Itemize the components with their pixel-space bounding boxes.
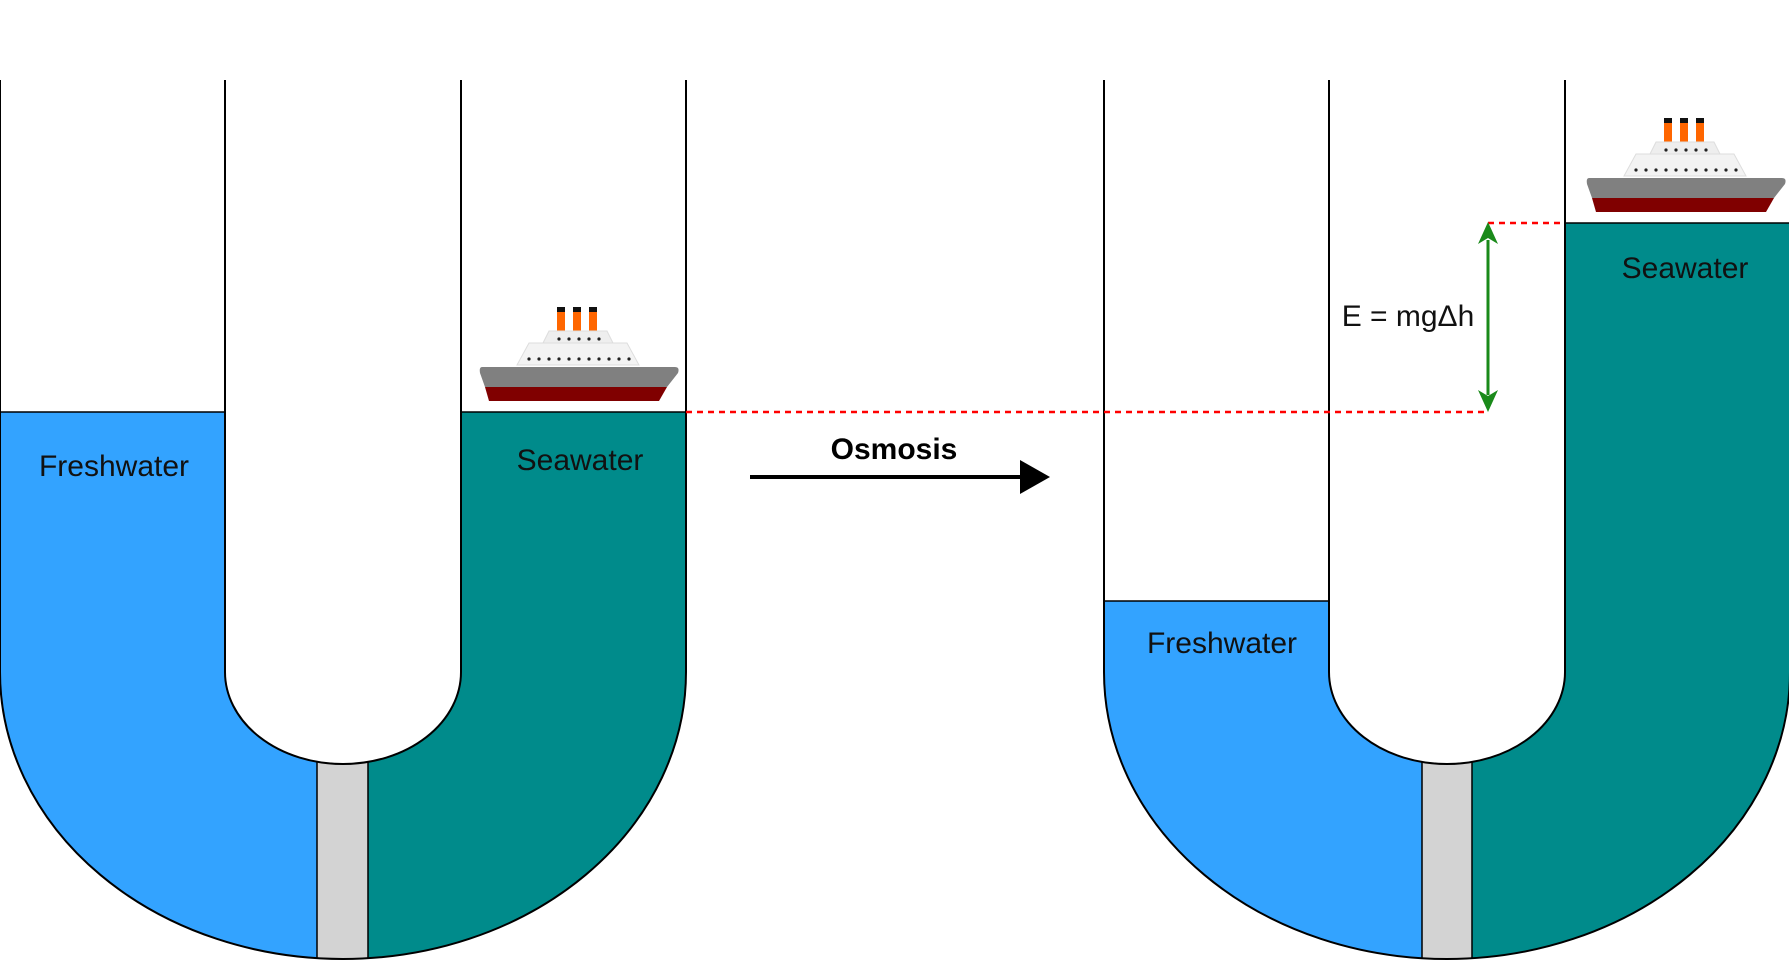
ship-icon [479,306,680,402]
energy-label: E = mgΔh [1342,300,1475,333]
arrow-right-icon [750,460,1050,494]
ship-icon [1586,117,1787,213]
right-membrane [1422,755,1472,959]
right-seawater-label: Seawater [1622,252,1749,285]
right-freshwater-label: Freshwater [1147,627,1297,660]
left-freshwater-label: Freshwater [39,450,189,483]
osmosis-label: Osmosis [831,433,958,466]
left-u-tube: Freshwater Seawater [0,80,687,960]
right-u-tube: Freshwater Seawater [1103,80,1789,960]
left-seawater-label: Seawater [517,444,644,477]
left-membrane [317,755,368,959]
double-arrow-icon [1478,222,1498,412]
